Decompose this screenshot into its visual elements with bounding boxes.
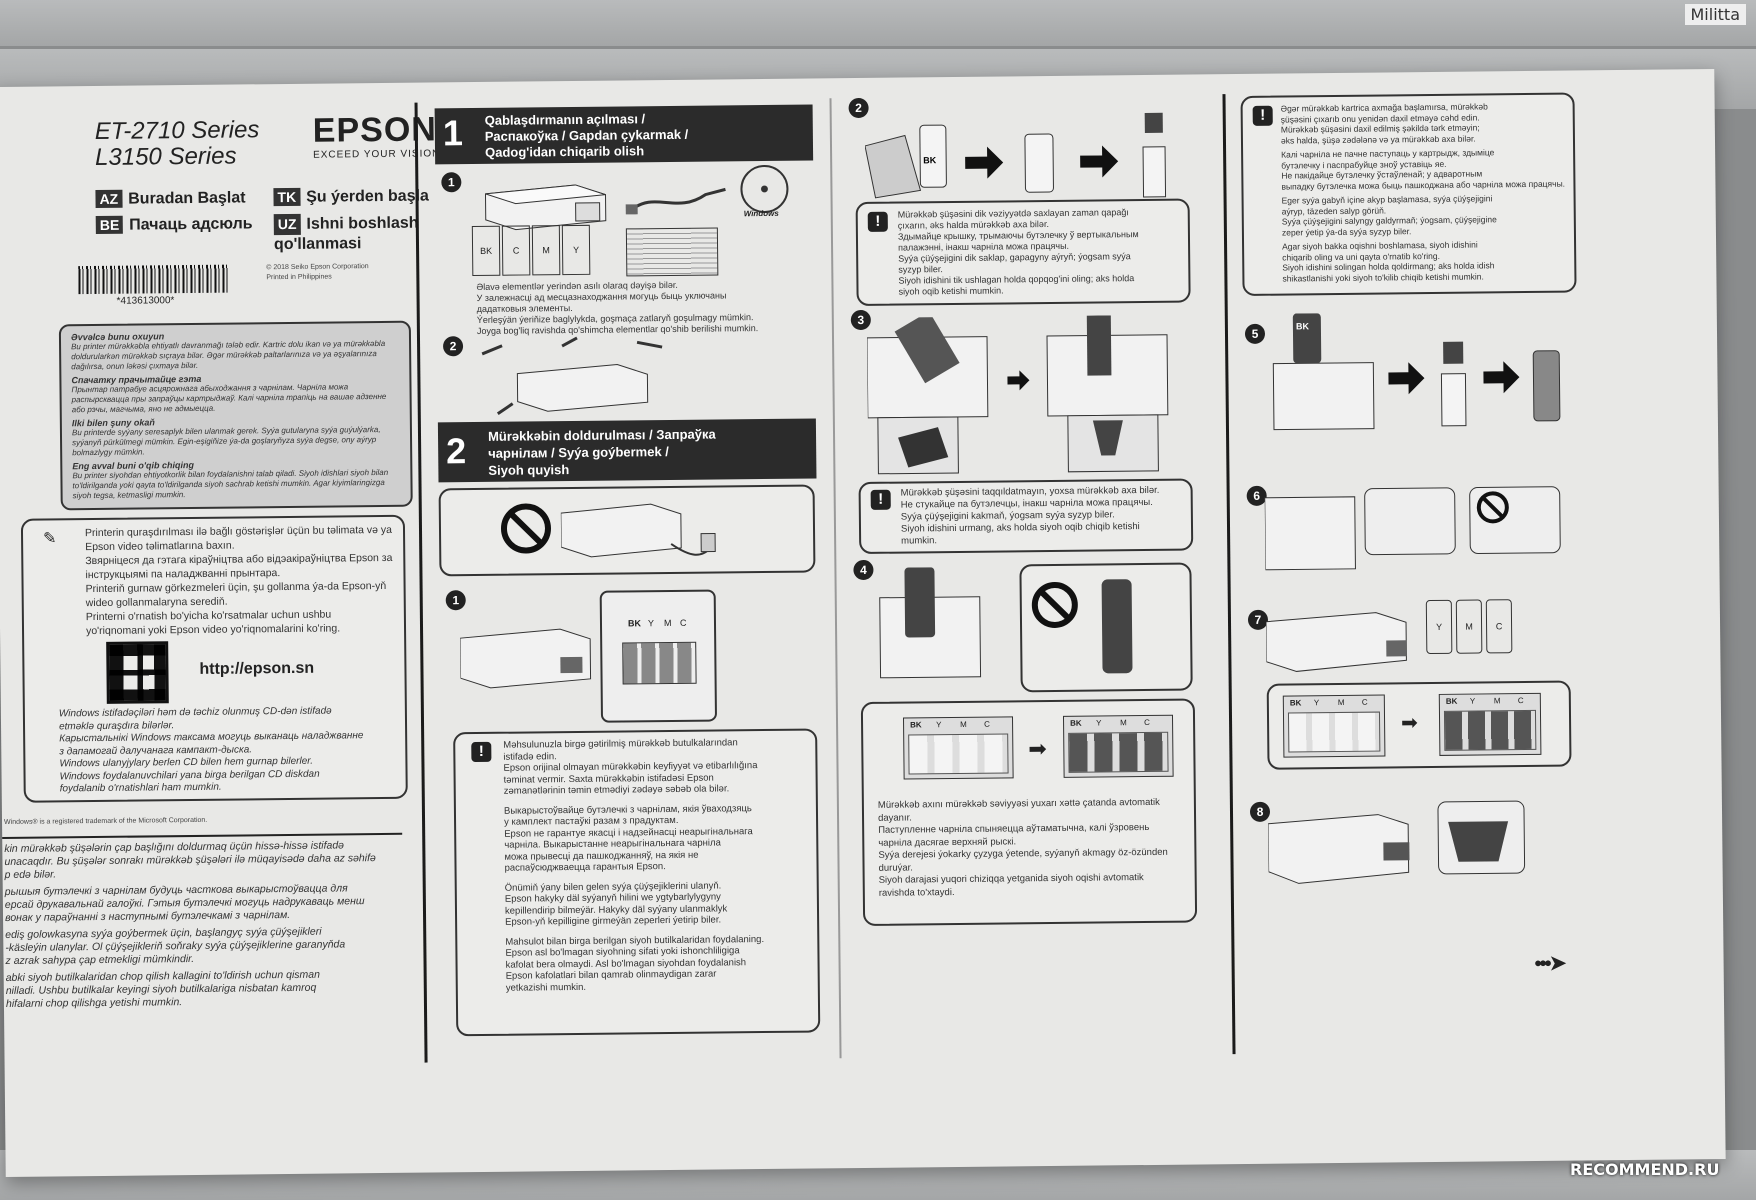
step-1-number: 1 [441,172,462,193]
do-not-squeeze-box [1019,562,1193,693]
section1-header: 1 Qablaşdırmanın açılması / Распакоўка /… [434,104,814,165]
ink-level-text: Mürəkkəb axını mürəkkəb səviyyəsi yuxarı… [877,796,1168,899]
cd-icon [740,164,789,214]
windows-label: Windows [743,208,779,219]
tank-label-m: M [663,617,672,629]
step-2-number: 2 [442,336,464,357]
tank-closeup-box: BK Y M C [599,589,718,723]
cd-info-text: Windows istifadəçiləri həm də təchiz olu… [58,705,364,795]
warning-icon: ! [471,741,492,763]
tanks-full: BK Y M C [1438,692,1542,756]
insert-bottle-illustration [866,314,1169,475]
watermark-top: Militta [1684,4,1746,25]
section-divider [2,832,403,839]
ink-bottles-box: BK C M Y [471,224,591,277]
starter-ink-note: kin mürəkkəb şüşələrin çap başlığını dol… [4,839,376,1010]
setup-info-text: Printerin quraşdırılması ilə bağlı göstə… [84,523,393,638]
prohibited-icon [500,503,552,554]
close-tank-cover-illustration [1265,612,1407,672]
cover-panel: ET-2710 Series L3150 Series EPSON EXCEED… [0,83,440,1177]
open-cap-warning-text: Mürəkkəb şüşəsini dik vəziyyətdə saxlaya… [897,207,1139,297]
bottle-in-tank-illustration [879,567,982,679]
no-plug-box [438,484,816,577]
do-not-tap-warning-text: Mürəkkəb şüşəsini taqqıldatmayın, yoxsa … [900,484,1160,547]
printer-illustration [484,184,607,231]
tanks-partial: BK Y M C [1282,694,1386,758]
next-page-arrow-icon: •••➤ [1534,952,1565,975]
section2-header: 2 Mürəkkəbin doldurulması / Запраўка чар… [437,418,817,483]
svg-text:BK: BK [923,155,937,165]
step1-notes: Əlavə elementlər yerindən asılı olaraq d… [476,279,759,336]
tank-label-y: Y [647,618,655,629]
ink-level-tanks-after: BK Y M C [1062,714,1174,778]
tank-label-bk: BK [627,618,642,629]
prohibited-icon [1031,581,1079,629]
printed-in: Printed in Philippines [266,273,332,282]
documents-illustration [625,227,719,277]
arrow-right-icon: ➡ [1400,712,1418,735]
open-tank-cover-illustration [459,628,592,689]
remove-tape-illustration [481,336,663,416]
ink-level-box: BK Y M C ➡ BK Y M C Mürəkkəb axını mürək… [860,698,1198,926]
epson-tagline: EXCEED YOUR VISION [313,148,441,161]
do-not-tap-warning-box: ! Mürəkkəb şüşəsini taqqıldatmayın, yoxs… [858,478,1194,555]
ink-steps-panel: ! Əgər mürəkkəb kartrica axmağa başlamır… [1240,70,1591,1164]
barcode-number: *413613000* [116,295,175,307]
ink-filling-panel: 2 BK ! Mürəkkəb şüşəsini dik vəziyyətdə … [844,74,1235,1168]
qr-code [106,641,169,704]
trademark: Windows® is a registered trademark of th… [4,816,208,826]
bottle-m: M [531,225,561,276]
tank-fill-compare-box: BK Y M C ➡ BK Y M C [1266,680,1572,770]
open-bottle-illustration: BK [864,112,1167,199]
warning-icon: ! [867,211,888,232]
ink-not-flowing-text: Əgər mürəkkəb kartrica axmağa başlamırsa… [1280,101,1566,284]
read-first-box: Əvvəlcə bunu oxuyun Bu printer mürəkkəbl… [58,320,413,511]
epson-logo: EPSON [312,110,438,150]
instruction-sheet: ET-2710 Series L3150 Series EPSON EXCEED… [0,69,1726,1177]
close-cap-illustration [1264,486,1561,571]
model-title-2: L3150 Series [94,142,237,171]
barcode [78,264,229,295]
genuine-ink-warning-text: Məhsulunuzla birgə gətirilmiş mürəkkəb b… [503,737,765,994]
pencil-icon: ✎ [42,530,57,548]
color-bottles-7: Y M C [1425,599,1517,655]
ink-level-tanks-before: BK Y M C [902,716,1014,780]
ink-not-flowing-warning-box: ! Əgər mürəkkəb kartrica axmağa başlamır… [1240,92,1577,296]
tank-label-c: C [679,617,687,628]
bottle-bk: BK [471,225,501,277]
svg-text:BK: BK [1296,321,1310,331]
unpacking-panel: 1 Qablaşdırmanın açılması / Распакоўка /… [434,78,845,1172]
power-cable-illustration [625,187,726,215]
open-cap-warning-box: ! Mürəkkəb şüşəsini dik vəziyyətdə saxla… [855,198,1191,307]
arrow-right-icon: ➡ [1028,736,1047,762]
warning-icon: ! [870,489,891,510]
setup-info-box: ✎ Printerin quraşdırılması ilə bağlı gös… [20,514,408,803]
bottle-c: C [501,225,531,276]
squeeze-bottle [1101,579,1133,674]
remove-bottle-illustration: BK [1272,313,1561,431]
close-printer-cover-illustration [1267,800,1526,884]
warning-icon: ! [1252,105,1273,126]
bottle-y: Y [561,224,591,276]
genuine-ink-warning-box: ! Məhsulunuzla birgə gətirilmiş mürəkkəb… [453,728,821,1037]
printer-plug-illustration [560,503,716,558]
epson-url[interactable]: http://epson.sn [199,659,315,678]
watermark-bottom: RECOMMEND.RU [1570,1160,1720,1179]
